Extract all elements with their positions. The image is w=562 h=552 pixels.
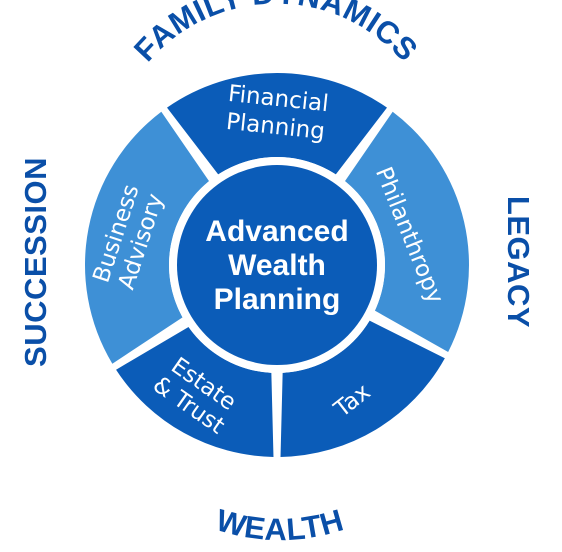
center-label-line-2: Wealth — [228, 249, 326, 282]
center-disc — [177, 165, 377, 365]
segment-philanthropy — [344, 111, 469, 353]
segment-estate-trust — [116, 326, 274, 457]
segment-business-advisory — [85, 111, 210, 364]
outer-label-legacy: LEGACY — [501, 196, 536, 328]
segment-tax — [280, 320, 445, 457]
center-label-line-1: Advanced — [205, 215, 348, 248]
outer-label-wealth: WEALTH — [213, 502, 348, 547]
segment-financial-planning — [167, 72, 387, 175]
outer-label-family-dynamics: FAMILY DYNAMICS — [127, 0, 425, 68]
outer-label-succession: SUCCESSION — [18, 157, 53, 367]
center-label-line-3: Planning — [214, 283, 341, 316]
